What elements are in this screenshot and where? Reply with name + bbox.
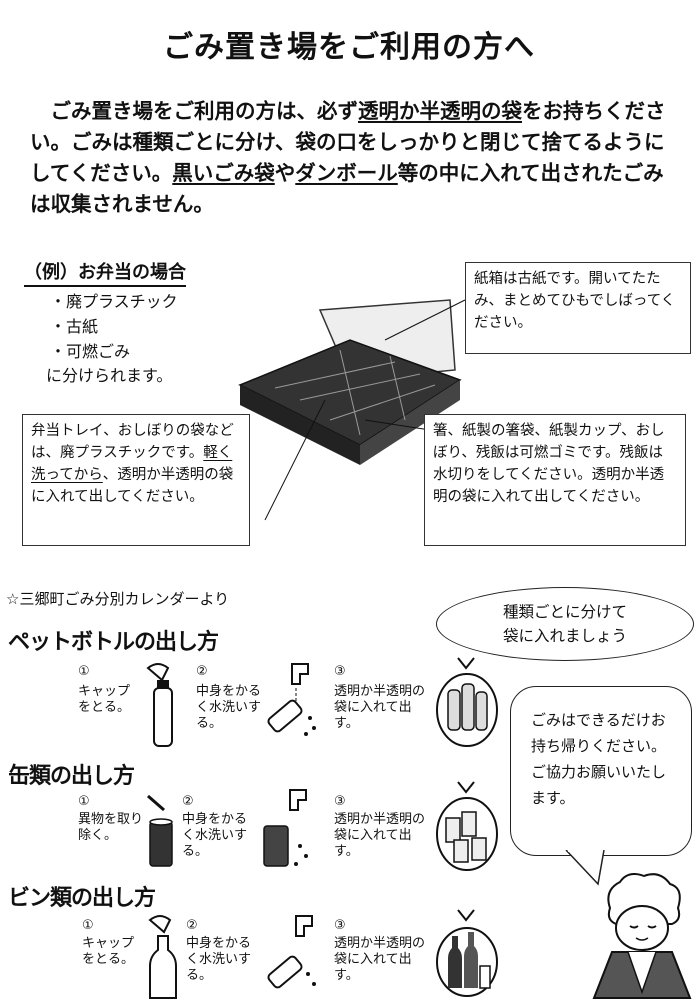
step-text: 透明か半透明の袋に入れて出す。	[334, 936, 426, 983]
step-number: ②	[182, 794, 194, 809]
example-tail: に分けられます。	[46, 366, 173, 385]
example-item: ・廃プラスチック	[50, 292, 178, 311]
sort-bubble: 種類ごとに分けて 袋に入れましょう	[436, 587, 694, 661]
bottle-cap-icon	[146, 663, 173, 747]
step-text: 中身をかるく水洗いする。	[186, 936, 252, 983]
highlight-cardboard: ダンボール	[295, 161, 398, 185]
step-number: ②	[186, 918, 198, 933]
speech-bubble-tail	[565, 850, 605, 886]
highlight-wash-lightly: 軽く洗ってから	[31, 445, 233, 483]
faucet-wash-icon	[267, 663, 316, 736]
character-illustration	[592, 873, 692, 999]
step-text: キャップをとる。	[78, 684, 131, 715]
bento-box-illustration	[238, 299, 462, 465]
page-title: ごみ置き場をご利用の方へ	[163, 30, 535, 65]
can-remove-icon	[147, 794, 173, 867]
highlight-transparent-bag: 透明か半透明の袋	[358, 99, 522, 123]
bag-of-bottles-icon	[436, 657, 498, 747]
step-text: 透明か半透明の袋に入れて出す。	[334, 684, 426, 731]
step-text: 中身をかるく水洗いする。	[182, 812, 248, 859]
faucet-wash-icon	[267, 915, 316, 989]
highlight-black-bag: 黒いごみ袋	[172, 161, 275, 185]
section-title-glass-bottles: ビン類の出し方	[8, 886, 156, 911]
example-heading: （例）お弁当の場合	[24, 258, 186, 287]
source-note: ☆三郷町ごみ分別カレンダーより	[6, 590, 230, 608]
step-number: ③	[334, 794, 346, 809]
step-number: ③	[334, 918, 346, 933]
speech-bubble: ごみはできるだけお持ち帰りください。ご協力お願いいたします。	[510, 686, 692, 856]
intro-paragraph: ごみ置き場をご利用の方は、必ず透明か半透明の袋をお持ちください。ごみは種類ごとに…	[30, 99, 666, 216]
faucet-wash-icon	[263, 789, 308, 867]
bag-of-cans-icon	[436, 781, 498, 871]
step-number: ③	[334, 664, 346, 679]
callout-leader-lines	[264, 299, 466, 521]
callout-paper-box: 紙箱は古紙です。開いてたたみ、まとめてひもでしばってください。	[465, 262, 691, 354]
bag-of-glass-bottles-icon	[436, 909, 498, 997]
example-item: ・古紙	[50, 317, 99, 336]
step-text: 透明か半透明の袋に入れて出す。	[334, 812, 426, 859]
step-text: 中身をかるく水洗いする。	[196, 684, 262, 731]
example-item: ・可燃ごみ	[50, 342, 131, 361]
step-text: 異物を取り除く。	[78, 812, 144, 843]
step-number: ②	[196, 664, 208, 679]
callout-tray: 弁当トレイ、おしぼりの袋などは、廃プラスチックです。軽く洗ってから、透明か半透明…	[22, 414, 250, 546]
section-title-cans: 缶類の出し方	[8, 764, 135, 789]
step-number: ①	[78, 664, 90, 679]
step-number: ①	[78, 794, 90, 809]
bottle-cap-icon	[148, 915, 177, 999]
step-number: ①	[82, 918, 94, 933]
section-title-pet-bottles: ペットボトルの出し方	[8, 630, 219, 655]
callout-chopsticks: 箸、紙製の箸袋、紙製カップ、おしぼり、残飯は可燃ゴミです。残飯は水切りをしてくだ…	[424, 414, 686, 546]
step-text: キャップをとる。	[82, 936, 135, 967]
